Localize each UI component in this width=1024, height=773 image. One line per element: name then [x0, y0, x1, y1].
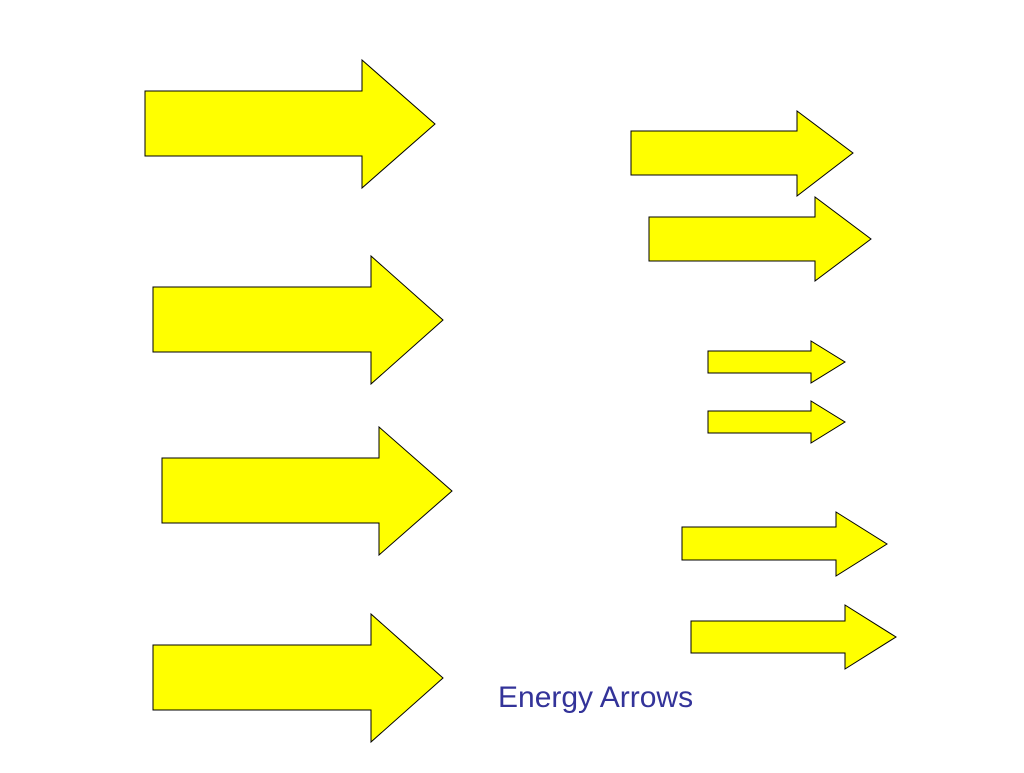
medium-arrow-2 [648, 196, 872, 282]
small-arrow-2 [707, 400, 846, 444]
large-arrow-3 [161, 425, 453, 557]
large-arrow-4 [152, 612, 444, 744]
medium-arrow-4 [690, 604, 897, 670]
large-arrow-2 [152, 254, 444, 386]
medium-arrow-1 [630, 110, 854, 198]
medium-arrow-3 [681, 511, 888, 577]
large-arrow-1 [144, 58, 436, 190]
small-arrow-1 [707, 340, 846, 384]
diagram-caption: Energy Arrows [498, 681, 694, 714]
